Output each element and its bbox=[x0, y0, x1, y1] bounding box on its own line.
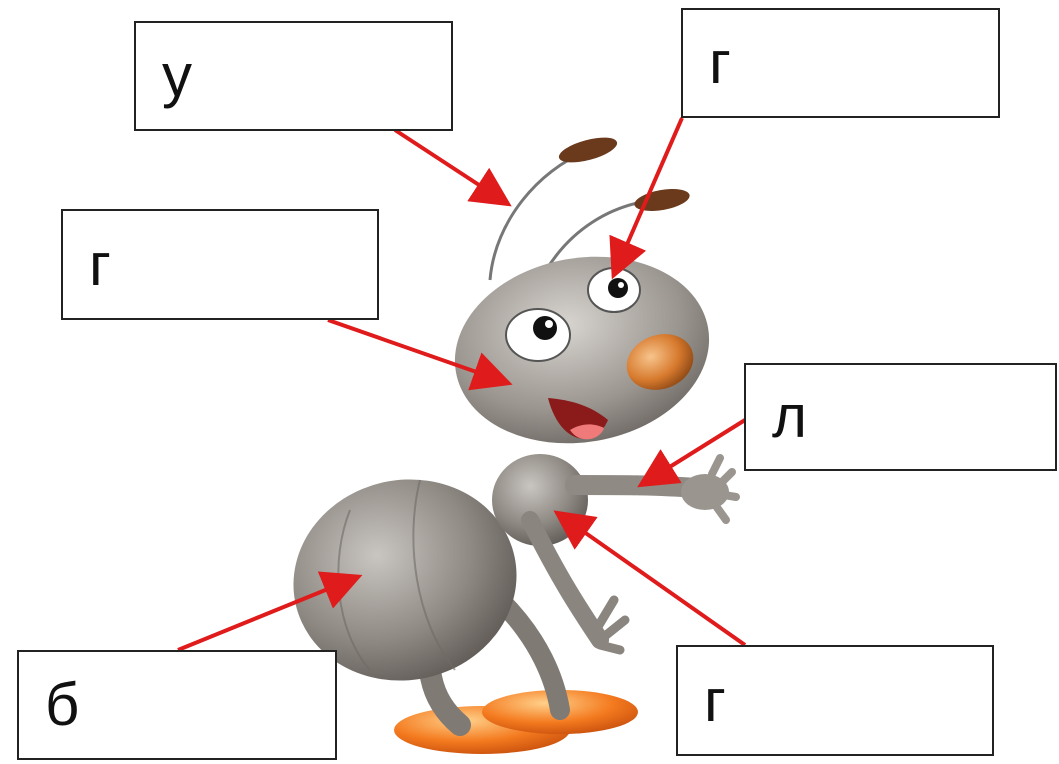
label-box-chest[interactable]: г bbox=[676, 645, 994, 756]
arrow-arm bbox=[637, 418, 747, 488]
label-text-arm: л bbox=[772, 383, 808, 450]
arrow-abdomen bbox=[177, 571, 363, 652]
label-text-antenna: у bbox=[162, 42, 192, 109]
arrow-head bbox=[327, 318, 513, 391]
label-box-antenna[interactable]: у bbox=[134, 21, 453, 131]
label-text-chest: г bbox=[704, 666, 726, 734]
label-text-head: г bbox=[89, 230, 111, 298]
back-leg-2 bbox=[490, 590, 570, 720]
raised-arm bbox=[565, 475, 705, 498]
label-text-eye: г bbox=[709, 29, 731, 96]
label-text-abdomen: б bbox=[45, 671, 80, 738]
label-box-arm[interactable]: л bbox=[744, 363, 1057, 471]
ant-abdomen bbox=[293, 479, 517, 681]
label-box-eye[interactable]: г bbox=[681, 8, 1000, 118]
label-box-head[interactable]: г bbox=[61, 209, 379, 320]
ant-head bbox=[454, 256, 710, 444]
arrow-chest bbox=[553, 510, 747, 647]
ant-nose bbox=[626, 334, 694, 390]
arrow-antenna bbox=[393, 128, 512, 207]
arrow-eye bbox=[609, 117, 684, 280]
label-box-abdomen[interactable]: б bbox=[17, 650, 337, 760]
antenna-tip-left bbox=[558, 137, 618, 163]
